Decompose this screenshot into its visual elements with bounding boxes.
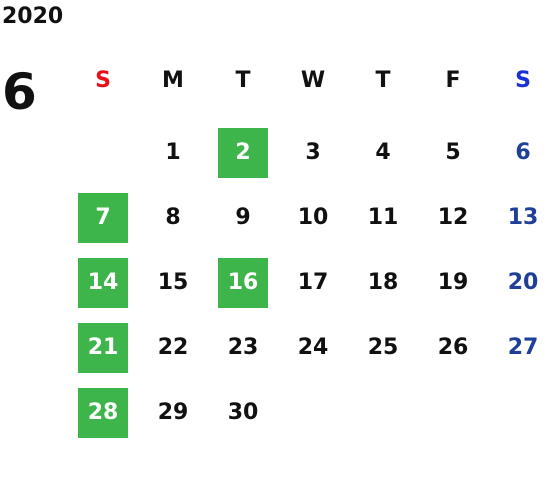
day-cell[interactable]: 7 <box>68 185 138 250</box>
weekday-wednesday: W <box>300 67 326 93</box>
day-number: 20 <box>507 270 539 295</box>
day-cell[interactable]: 23 <box>208 315 278 380</box>
day-cell[interactable]: 25 <box>348 315 418 380</box>
day-number: 12 <box>437 205 469 230</box>
day-cell[interactable]: 27 <box>488 315 548 380</box>
day-cell[interactable]: 12 <box>418 185 488 250</box>
weekday-tuesday: T <box>235 67 251 93</box>
day-number: 17 <box>297 270 329 295</box>
year-label: 2020 <box>2 4 64 29</box>
day-cell[interactable]: 3 <box>278 120 348 185</box>
empty-cell <box>68 120 138 185</box>
day-number: 28 <box>78 387 128 438</box>
day-cell[interactable]: 16 <box>208 250 278 315</box>
day-number: 4 <box>375 140 391 165</box>
day-number: 19 <box>437 270 469 295</box>
day-cell[interactable]: 6 <box>488 120 548 185</box>
day-number: 2 <box>218 127 268 178</box>
day-number: 18 <box>367 270 399 295</box>
day-number: 16 <box>218 257 268 308</box>
day-cell[interactable]: 24 <box>278 315 348 380</box>
day-cell[interactable]: 13 <box>488 185 548 250</box>
day-cell[interactable]: 8 <box>138 185 208 250</box>
day-cell[interactable]: 15 <box>138 250 208 315</box>
day-number: 15 <box>157 270 189 295</box>
day-number: 11 <box>367 205 399 230</box>
day-cell[interactable]: 21 <box>68 315 138 380</box>
day-number: 9 <box>235 205 251 230</box>
day-number: 26 <box>437 335 469 360</box>
day-cell[interactable]: 17 <box>278 250 348 315</box>
day-number: 29 <box>157 400 189 425</box>
day-number: 8 <box>165 205 181 230</box>
day-cell[interactable]: 2 <box>208 120 278 185</box>
day-number: 1 <box>165 140 181 165</box>
weekday-friday: F <box>445 67 461 93</box>
day-cell[interactable]: 20 <box>488 250 548 315</box>
day-cell[interactable]: 4 <box>348 120 418 185</box>
day-number: 25 <box>367 335 399 360</box>
day-number: 22 <box>157 335 189 360</box>
day-cell[interactable]: 9 <box>208 185 278 250</box>
day-number: 5 <box>445 140 461 165</box>
day-number: 24 <box>297 335 329 360</box>
day-number: 23 <box>227 335 259 360</box>
month-number: 6 <box>2 63 37 121</box>
day-cell[interactable]: 29 <box>138 380 208 445</box>
day-number: 10 <box>297 205 329 230</box>
day-number: 7 <box>78 192 128 243</box>
weekday-monday: M <box>162 67 184 93</box>
day-cell[interactable]: 10 <box>278 185 348 250</box>
day-number: 27 <box>507 335 539 360</box>
day-cell[interactable]: 26 <box>418 315 488 380</box>
day-number: 30 <box>227 400 259 425</box>
day-number: 14 <box>78 257 128 308</box>
day-cell[interactable]: 22 <box>138 315 208 380</box>
weekday-header: S M T W T F S <box>68 55 548 105</box>
day-cell[interactable]: 19 <box>418 250 488 315</box>
day-cell[interactable]: 14 <box>68 250 138 315</box>
weekday-thursday: T <box>375 67 391 93</box>
day-cell[interactable]: 1 <box>138 120 208 185</box>
day-cell[interactable]: 18 <box>348 250 418 315</box>
day-cell[interactable]: 30 <box>208 380 278 445</box>
day-cell[interactable]: 11 <box>348 185 418 250</box>
day-number: 13 <box>507 205 539 230</box>
day-number: 3 <box>305 140 321 165</box>
weekday-sunday: S <box>95 67 111 93</box>
day-number: 21 <box>78 322 128 373</box>
day-cell[interactable]: 28 <box>68 380 138 445</box>
day-cell[interactable]: 5 <box>418 120 488 185</box>
day-number: 6 <box>515 140 531 165</box>
weekday-saturday: S <box>515 67 531 93</box>
